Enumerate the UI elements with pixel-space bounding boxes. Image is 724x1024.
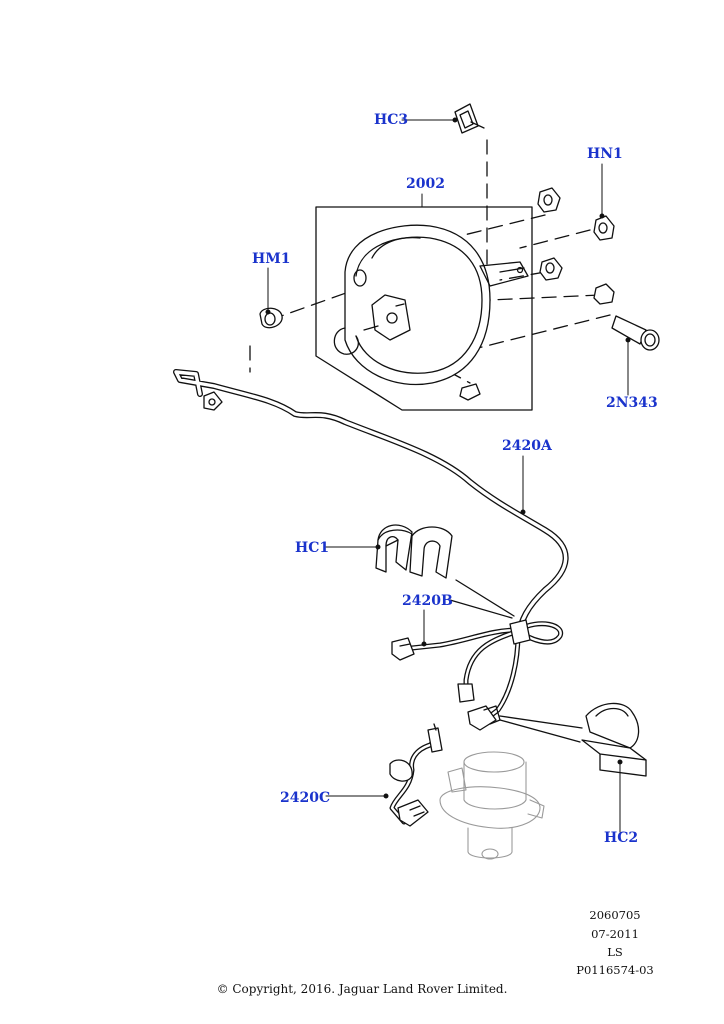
booster-mounting-nuts[interactable] <box>537 187 615 305</box>
footer-code-2: LS <box>607 945 623 959</box>
hose-leader-lines <box>449 579 583 743</box>
vacuum-hose-2420c[interactable] <box>389 723 443 827</box>
nut-hn1[interactable] <box>593 215 615 241</box>
callout-2420c[interactable]: 2420C <box>280 790 331 806</box>
callout-hc1[interactable]: HC1 <box>295 540 330 556</box>
vacuum-hose-2420a[interactable] <box>173 369 569 643</box>
grommet-hm1[interactable] <box>259 307 283 329</box>
footer-reference: P0116574-03 <box>576 963 654 977</box>
copyright-notice: © Copyright, 2016. Jaguar Land Rover Lim… <box>216 982 508 996</box>
footer-code-1: 2060705 <box>589 908 641 922</box>
clip-hc2[interactable] <box>581 702 647 777</box>
callout-leaders <box>265 117 631 833</box>
callout-hn1[interactable]: HN1 <box>587 146 623 162</box>
callout-hm1[interactable]: HM1 <box>252 251 291 267</box>
brake-booster-2002[interactable] <box>344 224 529 401</box>
pin-2n343[interactable] <box>611 315 660 351</box>
footer-date: 07-2011 <box>591 927 639 941</box>
callout-hc3[interactable]: HC3 <box>374 112 409 128</box>
assembly-outline-box <box>315 206 533 411</box>
snap-ring[interactable] <box>333 327 359 355</box>
callout-2420b[interactable]: 2420B <box>402 593 453 609</box>
clip-hc1[interactable] <box>375 524 453 579</box>
vacuum-pump-reference <box>439 751 545 860</box>
callout-2420a[interactable]: 2420A <box>502 438 552 454</box>
callout-2002[interactable]: 2002 <box>406 176 445 192</box>
callout-hc2[interactable]: HC2 <box>604 830 639 846</box>
hose-branches-2420b[interactable] <box>391 619 564 731</box>
clip-hc3[interactable] <box>454 103 485 134</box>
callout-2n343[interactable]: 2N343 <box>606 395 658 411</box>
